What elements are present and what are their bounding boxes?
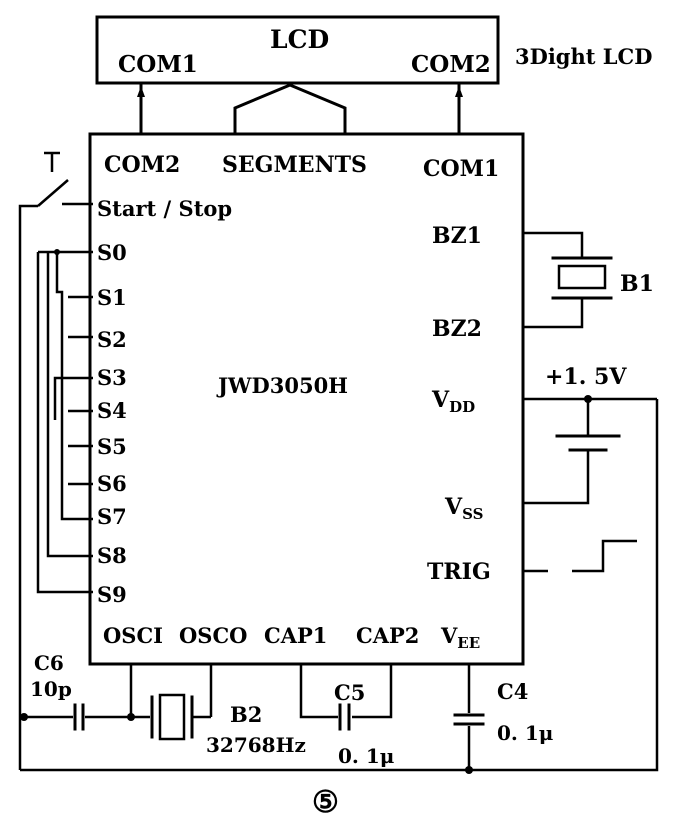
pin-com2: COM2 xyxy=(104,152,180,178)
label-c6: C6 xyxy=(34,651,64,675)
pin-s8: S8 xyxy=(97,543,127,568)
pin-s9: S9 xyxy=(97,582,127,607)
wire-bz1 xyxy=(523,231,584,258)
wire-bz2 xyxy=(523,298,584,329)
pin-trig: TRIG xyxy=(427,559,491,585)
pin-s7: S7 xyxy=(97,504,127,529)
pin-segments: SEGMENTS xyxy=(222,152,367,178)
pin-osci: OSCI xyxy=(103,623,163,648)
pin-s0: S0 xyxy=(97,240,127,265)
crystal-b2 xyxy=(158,693,186,741)
pin-s4: S4 xyxy=(97,398,127,423)
arrow-com2-lcd xyxy=(455,86,463,97)
label-c6-value: 10p xyxy=(30,677,72,701)
wire-vdd-right-rail xyxy=(20,399,659,772)
lcd-com1: COM1 xyxy=(118,51,198,78)
junction-osci xyxy=(127,713,135,721)
pin-com1: COM1 xyxy=(423,156,499,182)
lcd-box xyxy=(95,15,500,85)
pin-vdd: VDD xyxy=(431,387,475,416)
label-b1: B1 xyxy=(620,271,654,297)
lcd-title: LCD xyxy=(270,25,329,54)
arrow-com1-lcd xyxy=(137,86,145,97)
switch-lever xyxy=(37,179,69,207)
figure-number: ⑤ xyxy=(312,785,339,820)
junction-c6-left xyxy=(20,713,28,721)
trig-pulse xyxy=(572,539,637,573)
label-b2: B2 xyxy=(230,702,262,727)
junction-c4-ground xyxy=(465,766,473,774)
s-jumper-0-8-path xyxy=(46,252,93,558)
battery-wire-bottom xyxy=(523,450,590,505)
pin-s3: S3 xyxy=(97,365,127,390)
pin-s2: S2 xyxy=(97,327,127,352)
pin-vee: VEE xyxy=(440,623,480,652)
s-jumper-9 xyxy=(36,252,93,594)
pin-bz1: BZ1 xyxy=(432,223,482,249)
label-supply: +1. 5V xyxy=(545,364,627,390)
lcd-side-label: 3Dight LCD xyxy=(515,44,652,69)
wire-cap2 xyxy=(352,664,393,719)
label-c4: C4 xyxy=(497,679,528,704)
label-c5: C5 xyxy=(334,680,365,705)
label-c5-value: 0. 1μ xyxy=(338,744,394,768)
lcd-com2: COM2 xyxy=(411,51,491,78)
chip-name: JWD3050H xyxy=(216,373,348,398)
wire-cap1 xyxy=(299,664,338,719)
label-c4-value: 0. 1μ xyxy=(497,721,553,745)
pin-cap2: CAP2 xyxy=(356,623,419,648)
pin-s1: S1 xyxy=(97,285,127,310)
buzzer-b1 xyxy=(557,264,607,290)
pin-vss: VSS xyxy=(444,494,483,523)
pin-osco: OSCO xyxy=(179,623,247,648)
wire-segments-bus xyxy=(233,83,347,136)
switch-ground-wire xyxy=(18,204,38,770)
s-jumper-3-9 xyxy=(53,376,93,420)
label-b2-freq: 32768Hz xyxy=(206,733,306,757)
pin-bz2: BZ2 xyxy=(432,316,482,342)
s-jumper-0-7 xyxy=(55,252,93,521)
pin-s5: S5 xyxy=(97,434,127,459)
pin-s6: S6 xyxy=(97,471,127,496)
pin-cap1: CAP1 xyxy=(264,623,327,648)
pin-start-stop: Start / Stop xyxy=(97,196,232,221)
